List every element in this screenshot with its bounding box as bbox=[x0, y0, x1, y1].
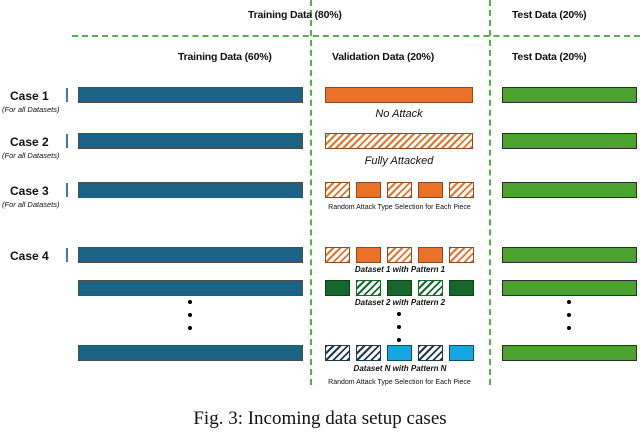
case-4-dataset-1-piece-3 bbox=[387, 247, 412, 263]
case-2-annotation: Fully Attacked bbox=[364, 155, 434, 167]
case-4-tick bbox=[66, 248, 68, 262]
case-4-dataset-n-piece-2 bbox=[356, 345, 381, 361]
case-3-annotation: Random Attack Type Selection for Each Pi… bbox=[328, 204, 471, 211]
case-4-dataset-n-piece-1 bbox=[325, 345, 350, 361]
validation-ellipsis bbox=[396, 312, 402, 342]
case-4-annotation: Random Attack Type Selection for Each Pi… bbox=[328, 379, 471, 386]
case-4-dataset-1-piece-4 bbox=[418, 247, 443, 263]
case-3-piece-2 bbox=[356, 182, 381, 198]
case-4-dataset-1-training-bar bbox=[78, 247, 303, 263]
header-training-80: Training Data (80%) bbox=[248, 9, 342, 21]
header-validation-20: Validation Data (20%) bbox=[332, 51, 434, 63]
case-2-training-bar bbox=[78, 133, 303, 149]
case-3-piece-3 bbox=[387, 182, 412, 198]
case-4-dataset-1-piece-2 bbox=[356, 247, 381, 263]
case-3-tick bbox=[66, 183, 68, 197]
case-3-label: Case 3 bbox=[10, 184, 49, 198]
case-3-test-bar bbox=[502, 182, 637, 198]
case-4-dataset-2-piece-3 bbox=[387, 280, 412, 296]
case-1-training-bar bbox=[78, 87, 303, 103]
case-3-piece-5 bbox=[449, 182, 474, 198]
case-4-dataset-2-piece-2 bbox=[356, 280, 381, 296]
training-ellipsis bbox=[187, 300, 193, 330]
header-test-20-bottom: Test Data (20%) bbox=[512, 51, 587, 63]
case-4-dataset-1-piece-5 bbox=[449, 247, 474, 263]
case-4-dataset-2-piece-5 bbox=[449, 280, 474, 296]
case-1-tick bbox=[66, 88, 68, 102]
case-4-dataset-n-training-bar bbox=[78, 345, 303, 361]
section-divider-training-validation bbox=[310, 0, 312, 385]
case-3-training-bar bbox=[78, 182, 303, 198]
figure-caption: Fig. 3: Incoming data setup cases bbox=[193, 408, 447, 429]
case-4-dataset-1-test-bar bbox=[502, 247, 637, 263]
case-2-test-bar bbox=[502, 133, 637, 149]
header-training-60: Training Data (60%) bbox=[178, 51, 272, 63]
case-3-sublabel: (For all Datasets) bbox=[2, 200, 60, 209]
case-4-dataset-2-training-bar bbox=[78, 280, 303, 296]
case-1-label: Case 1 bbox=[10, 89, 49, 103]
case-4-dataset-n-piece-3 bbox=[387, 345, 412, 361]
case-2-label: Case 2 bbox=[10, 135, 49, 149]
case-4-dataset-2-annotation: Dataset 2 with Pattern 2 bbox=[354, 298, 446, 307]
case-4-dataset-2-piece-1 bbox=[325, 280, 350, 296]
case-2-validation-bar bbox=[325, 133, 473, 149]
case-1-annotation: No Attack bbox=[375, 108, 423, 120]
case-1-validation-bar bbox=[325, 87, 473, 103]
test-ellipsis bbox=[566, 300, 572, 330]
case-2-tick bbox=[66, 134, 68, 148]
case-3-piece-4 bbox=[418, 182, 443, 198]
case-4-dataset-1-annotation: Dataset 1 with Pattern 1 bbox=[354, 265, 446, 274]
section-divider-validation-test bbox=[489, 0, 491, 385]
case-3-piece-1 bbox=[325, 182, 350, 198]
case-4-dataset-n-piece-4 bbox=[418, 345, 443, 361]
case-4-label: Case 4 bbox=[10, 249, 49, 263]
case-4-dataset-2-piece-4 bbox=[418, 280, 443, 296]
header-test-20-top: Test Data (20%) bbox=[512, 9, 587, 21]
case-4-dataset-n-test-bar bbox=[502, 345, 637, 361]
case-4-dataset-1-piece-1 bbox=[325, 247, 350, 263]
case-1-sublabel: (For all Datasets) bbox=[2, 105, 60, 114]
case-2-sublabel: (For all Datasets) bbox=[2, 151, 60, 160]
case-4-dataset-2-test-bar bbox=[502, 280, 637, 296]
case-4-dataset-n-piece-5 bbox=[449, 345, 474, 361]
case-1-test-bar bbox=[502, 87, 637, 103]
case-4-dataset-n-annotation: Dataset N with Pattern N bbox=[353, 364, 447, 373]
section-divider-horizontal bbox=[72, 35, 640, 37]
